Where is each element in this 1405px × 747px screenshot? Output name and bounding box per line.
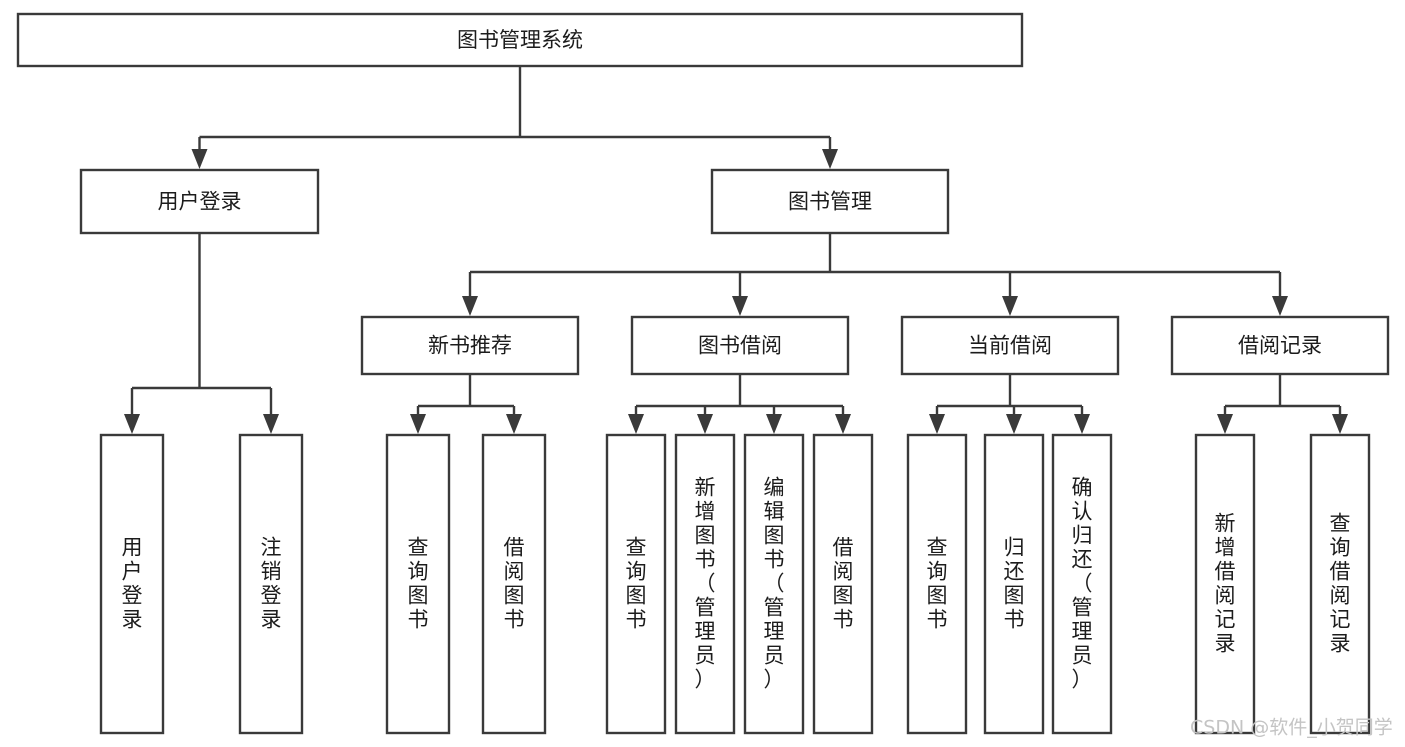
node-book-manage[interactable]: 图书管理: [710, 168, 950, 235]
csdn-watermark: CSDN @软件_小贺同学: [1190, 717, 1393, 739]
node-new-book-rec-box[interactable]: [360, 315, 580, 376]
node-leaf-user-login-label: 用户登录: [122, 536, 143, 632]
node-leaf-query-book-2-box[interactable]: [605, 433, 667, 735]
node-leaf-edit-book-label: 编辑图书（管理员）: [764, 476, 785, 692]
node-leaf-user-logout-label: 注销登录: [261, 536, 282, 632]
node-current-borrow[interactable]: 当前借阅: [900, 315, 1120, 376]
node-current-borrow-label: 当前借阅: [968, 334, 1052, 358]
node-book-borrow[interactable]: 图书借阅: [630, 315, 850, 376]
node-leaf-return-book-label: 归还图书: [1004, 536, 1025, 632]
arrow-head-icon: [462, 296, 478, 316]
node-leaf-return-book[interactable]: 归还图书: [983, 433, 1045, 735]
arrow-head-icon: [929, 414, 945, 434]
node-root[interactable]: 图书管理系统: [16, 12, 1024, 68]
node-user-login-box[interactable]: [79, 168, 320, 235]
node-leaf-borrow-book-2-box[interactable]: [812, 433, 874, 735]
node-leaf-user-logout-box[interactable]: [238, 433, 304, 735]
connector-lines-group: [124, 66, 1348, 434]
node-leaf-add-record[interactable]: 新增借阅记录: [1194, 433, 1256, 735]
node-leaf-borrow-book-2[interactable]: 借阅图书: [812, 433, 874, 735]
node-new-book-rec[interactable]: 新书推荐: [360, 315, 580, 376]
node-user-login[interactable]: 用户登录: [79, 168, 320, 235]
node-leaf-add-book-label: 新增图书（管理员）: [695, 476, 716, 692]
node-leaf-query-book-3-label: 查询图书: [927, 536, 948, 632]
arrow-head-icon: [732, 296, 748, 316]
node-leaf-add-book[interactable]: 新增图书（管理员）: [674, 433, 736, 735]
node-boxes-group: 图书管理系统用户登录图书管理新书推荐图书借阅当前借阅借阅记录用户登录注销登录查询…: [16, 12, 1390, 735]
node-book-manage-label: 图书管理: [788, 190, 872, 214]
node-book-manage-box[interactable]: [710, 168, 950, 235]
node-leaf-query-record-label: 查询借阅记录: [1330, 512, 1351, 656]
arrow-head-icon: [697, 414, 713, 434]
node-leaf-query-record-box[interactable]: [1309, 433, 1371, 735]
node-borrow-record-box[interactable]: [1170, 315, 1390, 376]
arrow-head-icon: [1217, 414, 1233, 434]
node-leaf-borrow-book-2-label: 借阅图书: [833, 536, 854, 632]
arrow-head-icon: [506, 414, 522, 434]
node-leaf-add-record-box[interactable]: [1194, 433, 1256, 735]
node-current-borrow-box[interactable]: [900, 315, 1120, 376]
node-leaf-confirm-return[interactable]: 确认归还（管理员）: [1051, 433, 1113, 735]
node-leaf-user-login-box[interactable]: [99, 433, 165, 735]
node-user-login-label: 用户登录: [158, 190, 242, 214]
node-book-borrow-label: 图书借阅: [698, 334, 782, 358]
arrow-head-icon: [1332, 414, 1348, 434]
node-book-borrow-box[interactable]: [630, 315, 850, 376]
node-leaf-query-book-2[interactable]: 查询图书: [605, 433, 667, 735]
node-leaf-confirm-return-label: 确认归还（管理员）: [1072, 476, 1093, 692]
arrow-head-icon: [1272, 296, 1288, 316]
node-new-book-rec-label: 新书推荐: [428, 334, 512, 358]
arrow-head-icon: [263, 414, 279, 434]
arrow-head-icon: [1006, 414, 1022, 434]
arrow-head-icon: [628, 414, 644, 434]
arrow-head-icon: [835, 414, 851, 434]
node-borrow-record-label: 借阅记录: [1238, 334, 1322, 358]
node-leaf-query-book-2-label: 查询图书: [626, 536, 647, 632]
node-leaf-query-book-1-box[interactable]: [385, 433, 451, 735]
node-leaf-query-book-3[interactable]: 查询图书: [906, 433, 968, 735]
node-leaf-return-book-box[interactable]: [983, 433, 1045, 735]
node-leaf-borrow-book-1-label: 借阅图书: [504, 536, 525, 632]
node-leaf-query-book-1-label: 查询图书: [408, 536, 429, 632]
node-leaf-edit-book[interactable]: 编辑图书（管理员）: [743, 433, 805, 735]
arrow-head-icon: [410, 414, 426, 434]
arrow-head-icon: [766, 414, 782, 434]
node-leaf-user-logout[interactable]: 注销登录: [238, 433, 304, 735]
arrow-head-icon: [1074, 414, 1090, 434]
node-leaf-user-login[interactable]: 用户登录: [99, 433, 165, 735]
arrow-head-icon: [822, 149, 838, 169]
node-leaf-add-book-box[interactable]: [674, 433, 736, 735]
node-root-label: 图书管理系统: [457, 28, 583, 52]
node-root-box[interactable]: [16, 12, 1024, 68]
node-leaf-add-record-label: 新增借阅记录: [1215, 512, 1236, 656]
node-leaf-edit-book-box[interactable]: [743, 433, 805, 735]
node-borrow-record[interactable]: 借阅记录: [1170, 315, 1390, 376]
node-leaf-query-book-3-box[interactable]: [906, 433, 968, 735]
node-leaf-query-book-1[interactable]: 查询图书: [385, 433, 451, 735]
arrow-head-icon: [124, 414, 140, 434]
arrow-head-icon: [1002, 296, 1018, 316]
node-leaf-borrow-book-1-box[interactable]: [481, 433, 547, 735]
node-leaf-confirm-return-box[interactable]: [1051, 433, 1113, 735]
arrow-head-icon: [191, 149, 208, 169]
node-leaf-borrow-book-1[interactable]: 借阅图书: [481, 433, 547, 735]
node-leaf-query-record[interactable]: 查询借阅记录: [1309, 433, 1371, 735]
